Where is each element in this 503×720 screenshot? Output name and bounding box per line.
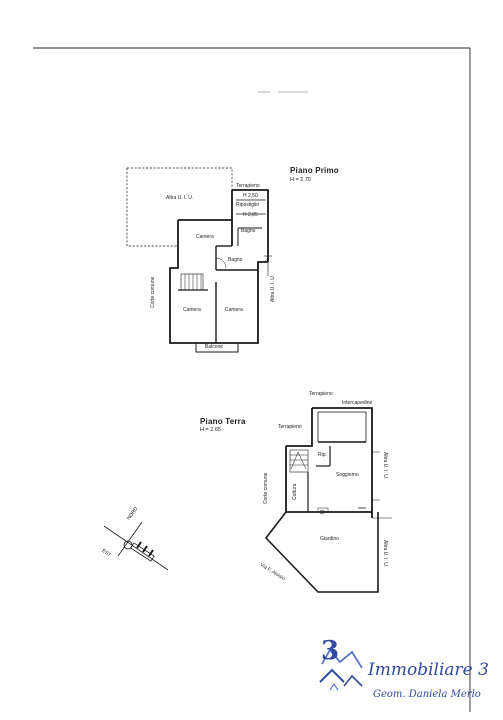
room-rip: Rip.	[318, 452, 327, 458]
piano-terra-plan	[264, 407, 392, 593]
room-camera-left: Camera	[183, 307, 201, 313]
room-bagno-top: Bagno	[241, 228, 256, 234]
label-terrapieno-left: Terrapieno	[278, 424, 302, 430]
logo-icon	[319, 648, 363, 691]
room-ripostiglio: Ripostiglio	[236, 202, 260, 208]
label-terrapieno-top: Terrapieno	[309, 391, 333, 397]
piano-primo-height: H = 2.70	[290, 177, 311, 183]
logo-number: 3	[321, 636, 340, 666]
room-bagno-mid: Bagno	[228, 257, 243, 263]
piano-terra-height: H = 2.65	[200, 427, 221, 433]
room-terrapieno: Terrapieno	[236, 183, 260, 189]
label-altra-uiu-upper: Altra U. I. U.	[382, 452, 388, 480]
label-corte-comune-terra: Corte comune	[263, 472, 269, 504]
label-altra-uiu-right: Altra U. I. U.	[270, 274, 276, 302]
room-altra-uiu: Altra U. I. U.	[166, 195, 194, 201]
piano-terra-title: Piano Terra	[200, 417, 246, 426]
room-giardino: Giardino	[320, 536, 339, 542]
compass-icon	[103, 521, 169, 571]
piano-primo-title: Piano Primo	[290, 166, 339, 175]
room-balcone: Balcone	[205, 344, 224, 350]
brand-subtitle: Geom. Daniela Merlo	[373, 689, 481, 700]
height-note-250: H 2,50	[243, 193, 258, 199]
height-note-285: H 2,85	[243, 212, 258, 218]
brand-name: Immobiliare 3	[368, 660, 489, 680]
room-cottura: Cottura	[292, 483, 298, 500]
label-corte-comune: Corte comune	[150, 276, 156, 308]
label-altra-uiu-lower: Altra U. I. U.	[382, 540, 388, 568]
room-soggiorno: Soggiorno	[336, 472, 359, 478]
room-camera-right: Camera	[225, 307, 243, 313]
label-intercapedine: Intercapedine	[342, 400, 373, 406]
room-camera-top: Camera	[196, 234, 214, 240]
piano-primo-plan	[126, 167, 272, 353]
